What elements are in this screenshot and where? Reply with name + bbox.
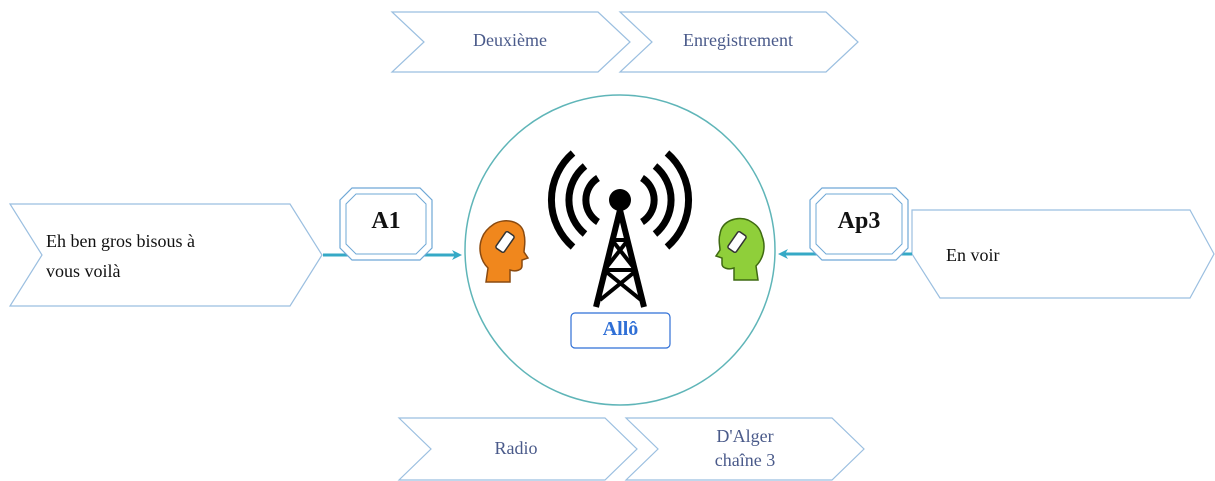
center-label: Allô: [602, 318, 639, 340]
top-chevron-2-label: Enregistrement: [683, 30, 793, 50]
badge-a1-shape: [339, 187, 433, 261]
green-head-phone-icon: [714, 217, 765, 281]
top-chevron-1-shape: [390, 11, 631, 73]
left-callout-text: Eh ben gros bisous à vous voilà: [46, 231, 195, 281]
right-callout-text: En voir: [946, 245, 1000, 265]
badge-a1-label: A1: [371, 208, 401, 234]
bottom-chevron-1-shape: [397, 417, 638, 481]
bottom-chevron-2-shape: [624, 417, 865, 481]
top-chevron-2-shape: [618, 11, 859, 73]
left-callout-shape: [8, 203, 323, 307]
bottom-chevron-1-label: Radio: [494, 438, 538, 458]
orange-head-phone-icon: [479, 220, 530, 283]
badge-ap3-label: Ap3: [837, 208, 881, 234]
badge-ap3-shape: [809, 187, 909, 261]
antenna-icon: [548, 150, 692, 308]
top-chevron-1-label: Deuxième: [473, 30, 547, 50]
bottom-chevron-2-label: D'Alger chaîne 3: [714, 426, 776, 470]
center-label-box: [570, 312, 671, 349]
